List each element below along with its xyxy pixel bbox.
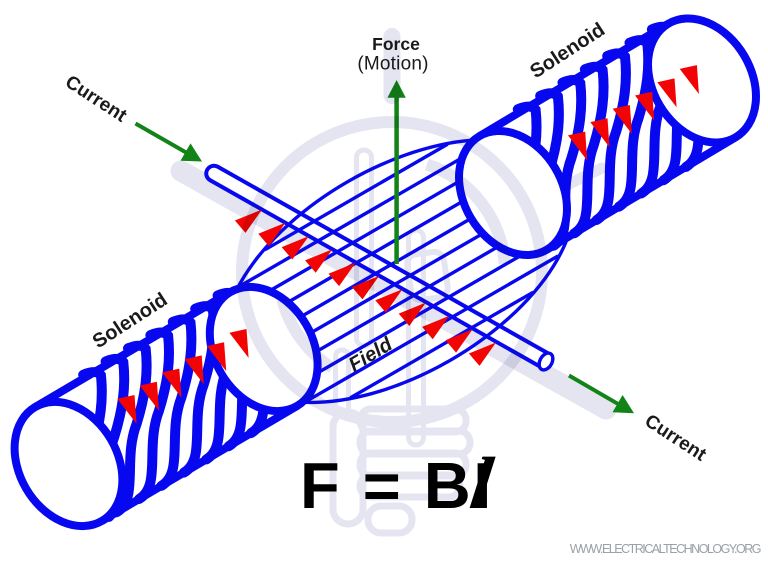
- svg-text:WWW.ELECTRICALTECHNOLOGY.ORG: WWW.ELECTRICALTECHNOLOGY.ORG: [570, 542, 761, 556]
